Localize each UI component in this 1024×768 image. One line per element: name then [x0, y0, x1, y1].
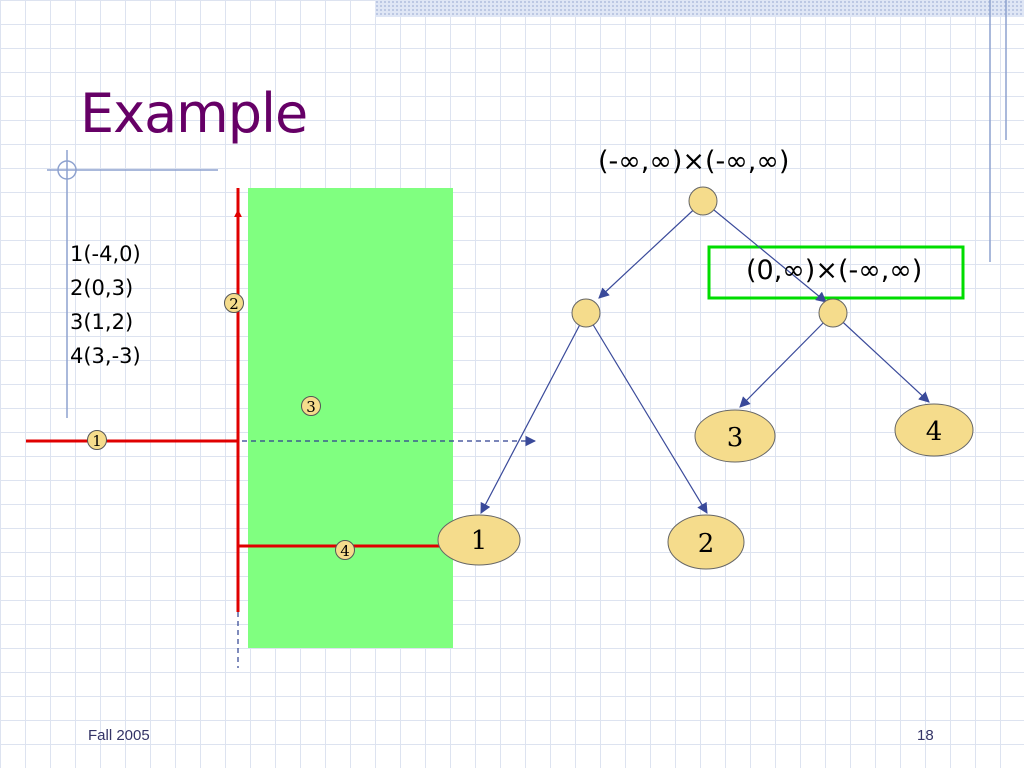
- plane-point-marker-label: 2: [229, 295, 239, 313]
- points-list: 1(-4,0) 2(0,3) 3(1,2) 4(3,-3): [70, 237, 141, 373]
- tree-edge: [480, 312, 587, 514]
- tree-leaf-label: 3: [727, 423, 744, 453]
- plane-point-marker-label: 4: [340, 542, 350, 560]
- tree-edge: [739, 312, 834, 408]
- plane-point-marker-label: 1: [92, 432, 102, 450]
- tree-leaf-label: 4: [926, 417, 943, 447]
- plane-point-marker: 4: [335, 540, 355, 560]
- tree-leaf-node: 2: [667, 514, 745, 570]
- page-number: 18: [917, 727, 934, 744]
- tree-leaf-node: 1: [437, 514, 521, 566]
- query-region: [248, 188, 453, 648]
- root-region-label: (-∞,∞)×(-∞,∞): [598, 146, 790, 177]
- plane-point-marker-label: 3: [306, 398, 316, 416]
- highlighted-region-box: [707, 245, 965, 300]
- footer-date: Fall 2005: [88, 727, 150, 744]
- point-item: 4(3,-3): [70, 344, 141, 368]
- tree-edge: [585, 312, 708, 514]
- tree-edge: [702, 200, 827, 303]
- highlighted-region-label: (0,∞)×(-∞,∞): [746, 255, 923, 286]
- tree-leaf-label: 1: [471, 526, 488, 556]
- plane-point-marker: 3: [301, 396, 321, 416]
- plane-point-marker: 2: [224, 293, 244, 313]
- tree-internal-node: [818, 298, 848, 328]
- slide-title: Example: [80, 82, 308, 145]
- tree-internal-node: [571, 298, 601, 328]
- rule-circle-decoration: [57, 160, 77, 180]
- header-decoration-band: [375, 0, 1024, 17]
- point-item: 2(0,3): [70, 276, 134, 300]
- tree-edge: [832, 312, 930, 403]
- tree-edge: [598, 200, 704, 299]
- tree-leaf-label: 2: [698, 529, 715, 559]
- point-item: 1(-4,0): [70, 242, 141, 266]
- tree-leaf-node: 4: [894, 403, 974, 457]
- tree-root-node: [688, 186, 718, 216]
- plane-point-marker: 1: [87, 430, 107, 450]
- point-item: 3(1,2): [70, 310, 134, 334]
- tree-leaf-node: 3: [694, 409, 776, 463]
